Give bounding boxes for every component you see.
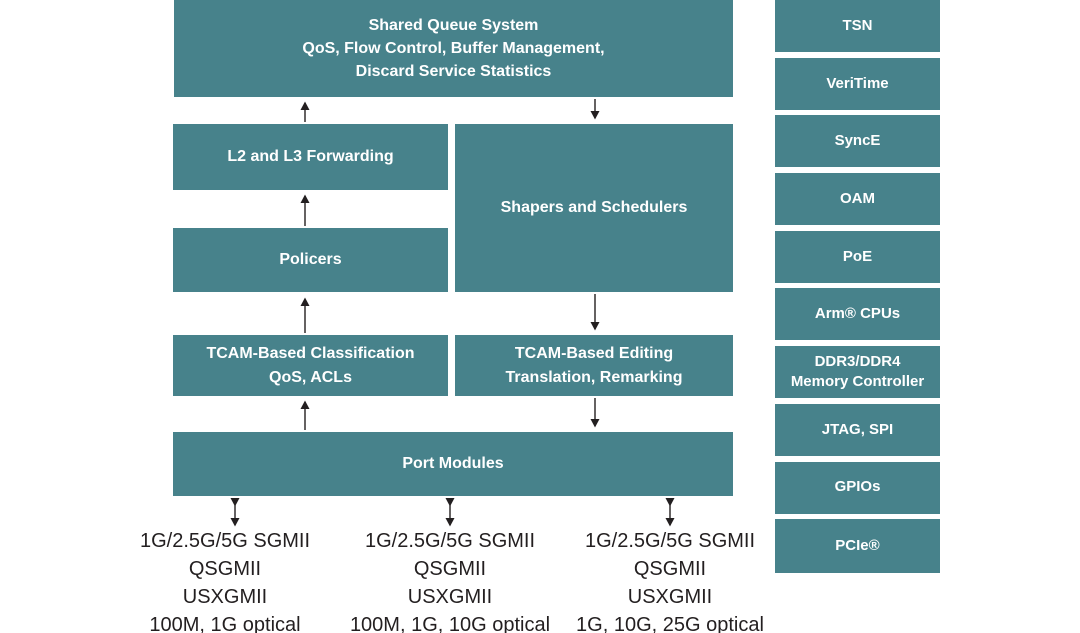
block-tcam-editing: TCAM-Based Editing Translation, Remarkin… [455,335,733,396]
block-tsn: TSN [775,0,940,52]
block-poe: PoE [775,230,940,283]
block-tcam-classification: TCAM-Based Classification QoS, ACLs [173,335,448,396]
block-port-modules: Port Modules [173,432,733,496]
feature-sidebar: TSN VeriTime SyncE OAM PoE Arm® CPUs DDR… [775,0,940,574]
port-group-label-3: 1G/2.5G/5G SGMII QSGMII USXGMII 1G, 10G,… [576,530,764,633]
block-gpios: GPIOs [775,461,940,514]
block-shared-queue-system: Shared Queue System QoS, Flow Control, B… [174,0,733,97]
block-jtag-spi: JTAG, SPI [775,403,940,456]
block-synce: SyncE [775,115,940,168]
port-group-label-1: 1G/2.5G/5G SGMII QSGMII USXGMII 100M, 1G… [139,530,311,633]
block-veritime: VeriTime [775,57,940,110]
block-arm-cpus: Arm® CPUs [775,288,940,341]
block-l2-l3-forwarding: L2 and L3 Forwarding [173,124,448,190]
block-policers: Policers [173,228,448,292]
block-pcie: PCIe® [775,519,940,574]
port-group-label-2: 1G/2.5G/5G SGMII QSGMII USXGMII 100M, 1G… [349,530,551,633]
block-oam: OAM [775,173,940,226]
block-ddr-memory-controller: DDR3/DDR4 Memory Controller [775,346,940,399]
block-shapers-schedulers: Shapers and Schedulers [455,124,733,292]
